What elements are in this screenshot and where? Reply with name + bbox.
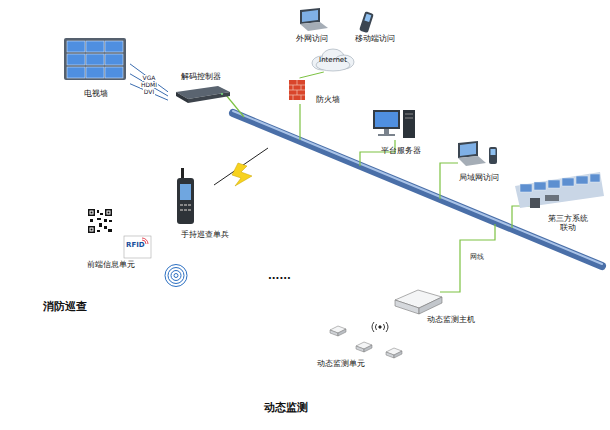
device-node: 防火墙 <box>286 78 340 104</box>
node-label: 解码控制器 <box>181 72 221 81</box>
node-label: 局域网访问 <box>459 173 499 182</box>
firewall-icon <box>289 80 305 100</box>
cable-connector <box>130 74 168 96</box>
device-node: 平台服务器 <box>378 145 424 156</box>
band-shape <box>212 222 597 427</box>
internet-laptop-icon <box>300 8 328 31</box>
lan-phone-icon <box>489 147 497 164</box>
band-shape <box>5 125 350 325</box>
band-heading: 消防巡查 <box>43 300 87 313</box>
qr-code-icon <box>87 208 113 234</box>
node-label: 防火墙 <box>316 95 340 104</box>
handheld-terminal-icon <box>177 168 194 224</box>
device-node: 电视墙 <box>62 36 130 98</box>
band-heading: 动态监测 <box>264 401 308 414</box>
rfid-tag-icon <box>124 236 151 258</box>
mobile-phone-icon <box>359 11 374 33</box>
device-node: 动态监测主机 <box>425 314 477 325</box>
signal-name: DVI <box>143 89 155 95</box>
green-wires <box>226 95 530 292</box>
node-label: 动态监测单元 <box>317 359 365 368</box>
node-label: 移动端访问 <box>355 34 395 43</box>
cable-connector <box>300 72 324 78</box>
node-label: 动态监测主机 <box>427 315 475 324</box>
device-node: 局域网访问 <box>456 172 502 183</box>
decoder-icon <box>176 86 230 103</box>
node-label: 外网访问 <box>296 34 328 43</box>
annotation-label: ...... <box>268 270 291 281</box>
tv-wall-icon <box>64 38 126 80</box>
cloud-node: Internet <box>310 48 356 72</box>
node-label: 第三方系统 联动 <box>546 214 590 232</box>
nfc-icon <box>162 262 190 289</box>
server-icon <box>373 110 415 138</box>
cable-connector <box>130 64 168 92</box>
lan-laptop-icon <box>458 141 486 166</box>
node-label: 手持巡查单兵 <box>181 230 229 239</box>
annotation-label: RFID <box>126 241 145 249</box>
annotation-label: 网线 <box>470 252 484 262</box>
band-heading-holder: 消防巡查 <box>43 295 87 314</box>
node-label: Internet <box>319 56 347 64</box>
node-label: 前端信息单元 <box>87 260 135 269</box>
device-node: 动态监测单元 <box>315 358 367 369</box>
device-node: 前端信息单元 <box>85 259 137 270</box>
region-band: 动态监测 动态监测主机动态监测单元 <box>212 222 597 427</box>
wireless-link-icon <box>214 148 268 186</box>
device-node: 手持巡查单兵 <box>179 229 231 240</box>
wireless-signal-icon <box>372 322 388 332</box>
device-node: 第三方系统 联动 <box>544 212 592 234</box>
monitor-unit-icons <box>330 326 402 358</box>
region-band: 消防巡查 手持巡查单兵前端信息单元 <box>5 125 350 325</box>
device-node: 移动端访问 <box>352 33 398 44</box>
monitor-host-icon <box>395 290 442 314</box>
signal-name: VGA <box>142 75 157 81</box>
device-node: 解码控制器 <box>168 72 234 104</box>
node-label: 平台服务器 <box>381 146 421 155</box>
band-heading-holder: 动态监测 <box>264 396 308 415</box>
signal-name: HDMI <box>140 82 158 88</box>
device-node: 外网访问 <box>292 33 332 44</box>
node-label: 电视墙 <box>84 89 108 98</box>
control-room-icon <box>515 172 604 208</box>
